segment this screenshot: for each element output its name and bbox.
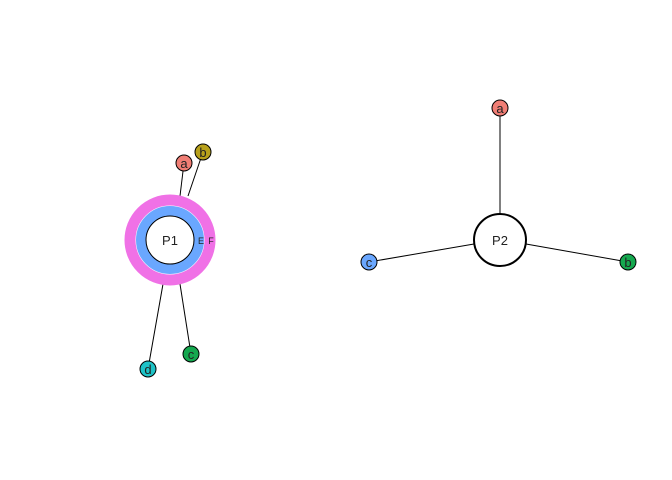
- ring-label-e: E: [198, 236, 204, 246]
- leaf-node-label: a: [496, 101, 504, 116]
- center-label-p2: P2: [492, 233, 508, 248]
- edge-p1-d: [147, 283, 164, 370]
- leaf-node-label: b: [199, 145, 206, 160]
- leaf-node-p1-d[interactable]: d: [139, 360, 157, 378]
- leaf-node-p2-b[interactable]: b: [619, 253, 637, 271]
- diagram-p2: P2 a b c: [360, 99, 637, 271]
- leaf-node-p1-a[interactable]: a: [175, 154, 193, 172]
- leaf-node-label: a: [180, 156, 188, 171]
- center-node-p1[interactable]: [145, 215, 195, 265]
- leaf-node-circle: [182, 345, 200, 363]
- edge-p2-c: [368, 243, 475, 263]
- center-node-p2[interactable]: [473, 213, 527, 267]
- center-node-p1-inner-ring[interactable]: [136, 206, 204, 274]
- ring-label-f: F: [208, 236, 214, 246]
- edge-p2-b: [525, 243, 629, 263]
- diagram-p1: P1 E F a b c d: [124, 143, 216, 378]
- center-node-p1-outer-ring[interactable]: [124, 194, 216, 286]
- leaf-node-circle: [360, 253, 378, 271]
- leaf-node-circle: [194, 143, 212, 161]
- leaf-node-p1-b[interactable]: b: [194, 143, 212, 161]
- leaf-node-label: b: [624, 255, 631, 270]
- leaf-node-circle: [175, 154, 193, 172]
- leaf-node-p2-a[interactable]: a: [491, 99, 509, 117]
- leaf-node-p1-c[interactable]: c: [182, 345, 200, 363]
- leaf-node-circle: [139, 360, 157, 378]
- leaf-node-label: c: [366, 255, 373, 270]
- edge-p1-c: [179, 283, 192, 355]
- leaf-node-circle: [491, 99, 509, 117]
- leaf-node-label: d: [144, 362, 151, 377]
- center-label-p1: P1: [162, 233, 178, 248]
- leaf-node-label: c: [188, 347, 195, 362]
- leaf-node-circle: [619, 253, 637, 271]
- leaf-node-p2-c[interactable]: c: [360, 253, 378, 271]
